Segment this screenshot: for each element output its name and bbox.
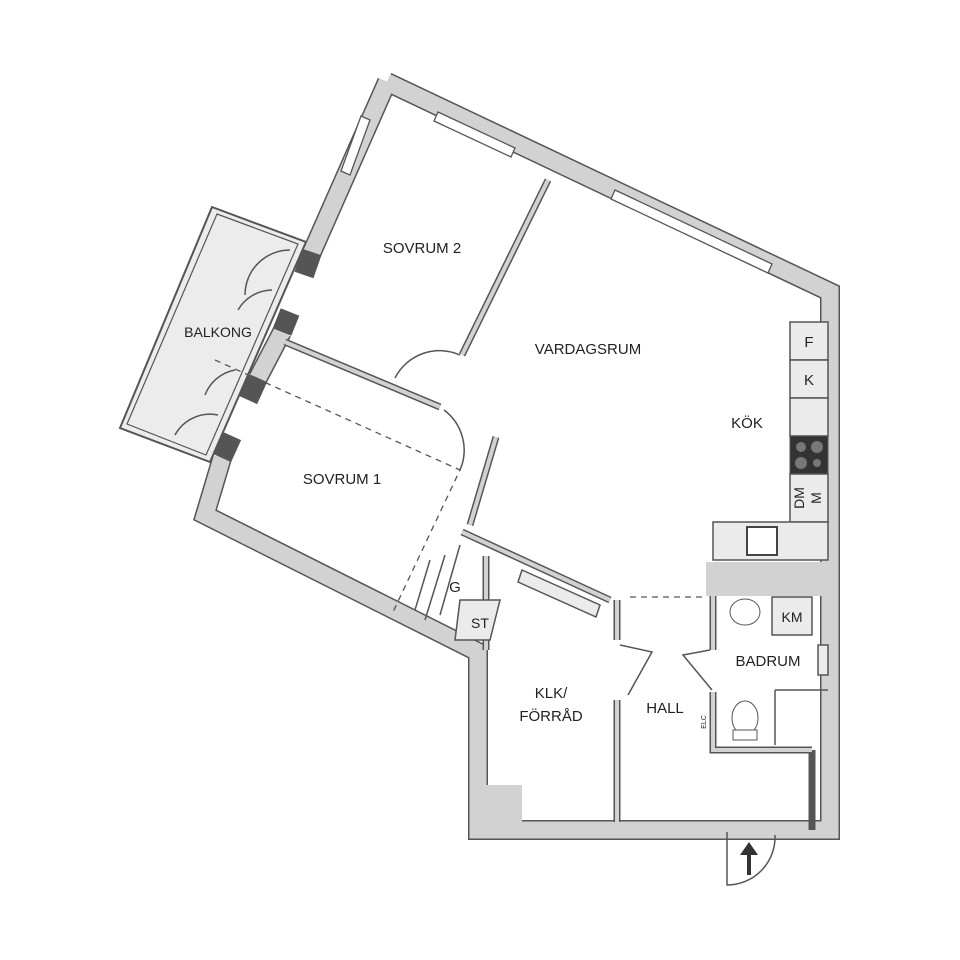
room-label-kok: KÖK bbox=[731, 414, 763, 432]
room-label-sovrum2: SOVRUM 2 bbox=[383, 240, 461, 257]
closets bbox=[414, 544, 601, 641]
dashed-boundary bbox=[214, 359, 705, 613]
room-label-hall: HALL bbox=[646, 700, 684, 717]
room-label-vardagsrum: VARDAGSRUM bbox=[535, 341, 641, 358]
room-label-badrum: BADRUM bbox=[735, 653, 800, 670]
windows bbox=[340, 111, 773, 274]
bathroom-fixtures bbox=[729, 596, 829, 745]
room-label-sovrum1: SOVRUM 1 bbox=[303, 471, 381, 488]
room-label-klk: KLK/ bbox=[535, 685, 568, 702]
washer-label: KM bbox=[782, 609, 803, 625]
room-label-g: G bbox=[449, 579, 461, 596]
freezer-label: K bbox=[804, 372, 814, 389]
entrance-door[interactable] bbox=[726, 832, 776, 886]
dishwasher-label: DM bbox=[791, 487, 807, 509]
balcony-doors bbox=[174, 249, 291, 436]
microwave-label: M bbox=[808, 492, 824, 504]
interior-walls bbox=[283, 178, 836, 830]
entrance-arrow-icon bbox=[740, 842, 758, 875]
kitchen-counter bbox=[712, 321, 829, 561]
room-label-st: ST bbox=[471, 615, 489, 631]
electric-panel-label: ELC bbox=[701, 715, 708, 729]
room-label-forrad: FÖRRÅD bbox=[519, 707, 583, 725]
interior-doors bbox=[394, 349, 713, 696]
room-label-balkong: BALKONG bbox=[184, 324, 252, 340]
balcony bbox=[118, 205, 308, 464]
fridge-label: F bbox=[804, 334, 813, 351]
